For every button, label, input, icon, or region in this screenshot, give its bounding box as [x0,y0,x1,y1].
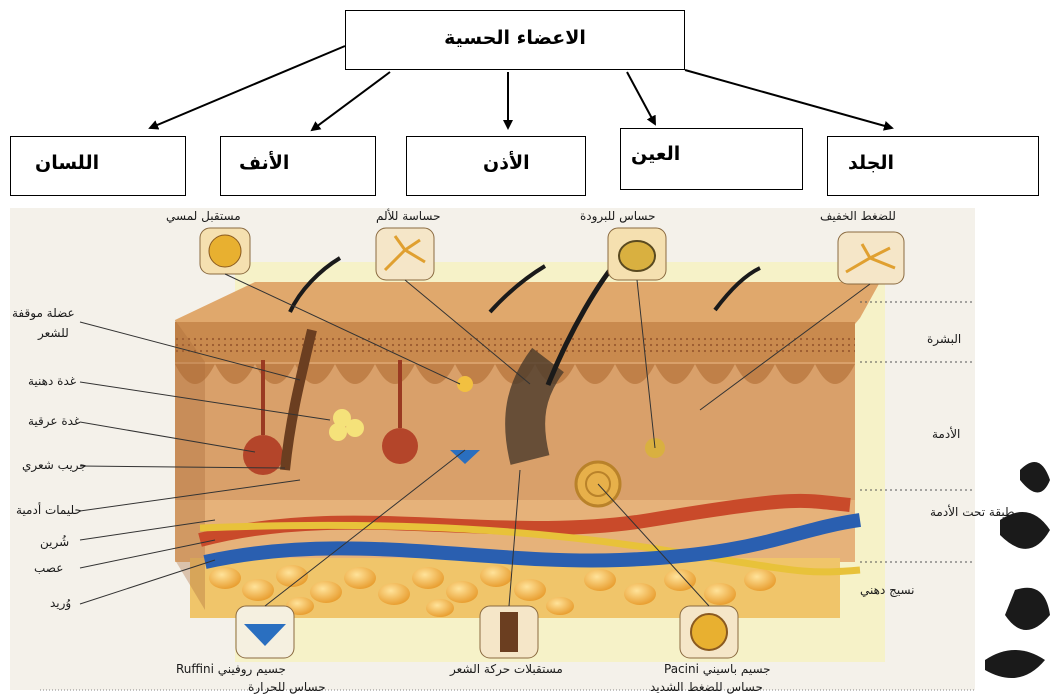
watermark-graphic [0,0,1055,698]
